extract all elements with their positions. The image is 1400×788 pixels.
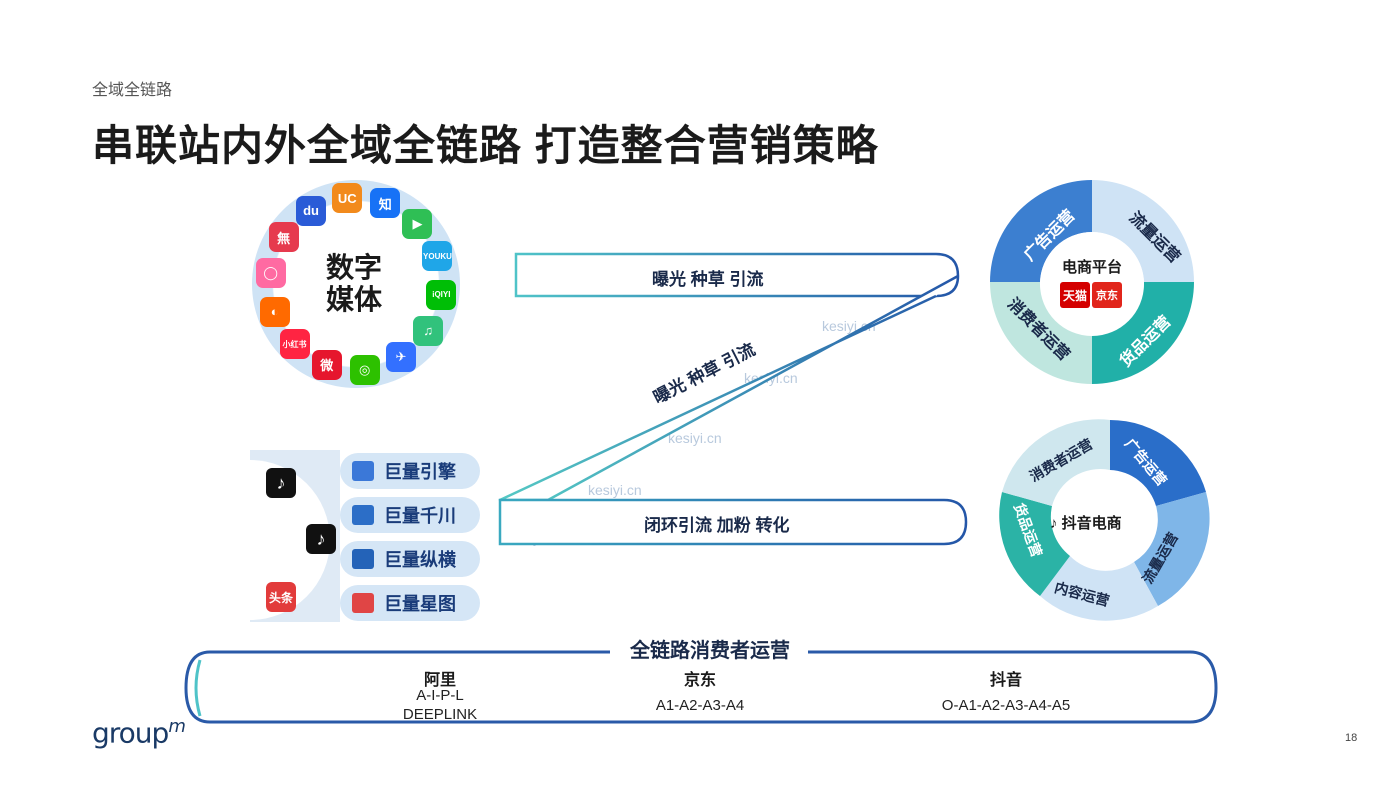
column-douyin-value: O-A1-A2-A3-A4-A5 — [941, 697, 1071, 714]
pill-ocean-engine: 巨量引擎 — [340, 453, 480, 489]
tmall-logo: 天猫 — [1060, 282, 1090, 308]
toutiao-icon: 头条 — [266, 582, 296, 612]
bottom-title: 全链路消费者运营 — [612, 634, 808, 663]
douyin-cycle-ring — [999, 419, 1210, 621]
douyin-icon: ♪ — [306, 524, 336, 554]
column-douyin-name: 抖音 — [989, 672, 1022, 689]
baidu-icon: du — [296, 195, 327, 226]
digital-media-label: 数字 媒体 — [325, 252, 382, 315]
diagonal-flow-bar — [498, 274, 959, 502]
column-ali-name: 阿里 — [423, 672, 456, 689]
watermark: kesiyi.cn — [668, 430, 722, 446]
meitu-icon: ◯ — [255, 258, 286, 289]
douyin-icon: ♪ — [266, 468, 296, 498]
iqiyi-icon: iQIYI — [426, 279, 457, 310]
watermark: kesiyi.cn — [588, 482, 642, 498]
ecommerce-cycle-ring — [990, 180, 1194, 384]
feishu-icon: ✈ — [385, 342, 416, 373]
bottom-flow-bar — [498, 498, 968, 546]
section-label: 全域全链路 — [92, 82, 173, 99]
column-jd-value: A1-A2-A3-A4 — [655, 697, 745, 714]
youku-icon: YOUKU — [422, 241, 453, 272]
groupm-logo: groupm — [92, 716, 186, 750]
jd-logo: 京东 — [1092, 282, 1122, 308]
bottom-container — [184, 650, 1218, 724]
column-jd-name: 京东 — [683, 672, 716, 689]
zongheng-icon — [352, 549, 374, 569]
column-ali-value: A-I-P-L DEEPLINK — [402, 687, 478, 723]
page-title: 串联站内外全域全链路 打造整合营销策略 — [92, 122, 879, 169]
page-number: 18 — [1345, 732, 1358, 744]
pill-zongheng: 巨量纵横 — [340, 541, 480, 577]
xingtu-icon — [352, 593, 374, 613]
xiaohongshu-icon: 小红书 — [279, 329, 310, 360]
bottom-flow-label: 闭环引流 加粉 转化 — [644, 516, 790, 535]
ocean-engine-icon — [352, 461, 374, 481]
tencent-video-icon: ▶ — [402, 208, 433, 239]
wechat-icon: ◎ — [349, 354, 380, 385]
kuaishou-icon: ◐ — [259, 296, 290, 327]
pill-xingtu: 巨量星图 — [340, 585, 480, 621]
douyin-center-label: ♪ 抖音电商 — [1050, 515, 1122, 532]
pill-qianchuan: 巨量千川 — [340, 497, 480, 533]
uc-icon: UC — [332, 183, 363, 214]
top-flow-label: 曝光 种草 引流 — [652, 270, 764, 289]
weibo-icon: 微 — [311, 349, 342, 380]
zhihu-icon: 知 — [370, 188, 401, 219]
qq-music-icon: ♫ — [413, 315, 444, 346]
ecommerce-center-label: 电商平台 — [1061, 259, 1122, 276]
wuxian-icon: 無 — [268, 222, 299, 253]
qianchuan-icon — [352, 505, 374, 525]
